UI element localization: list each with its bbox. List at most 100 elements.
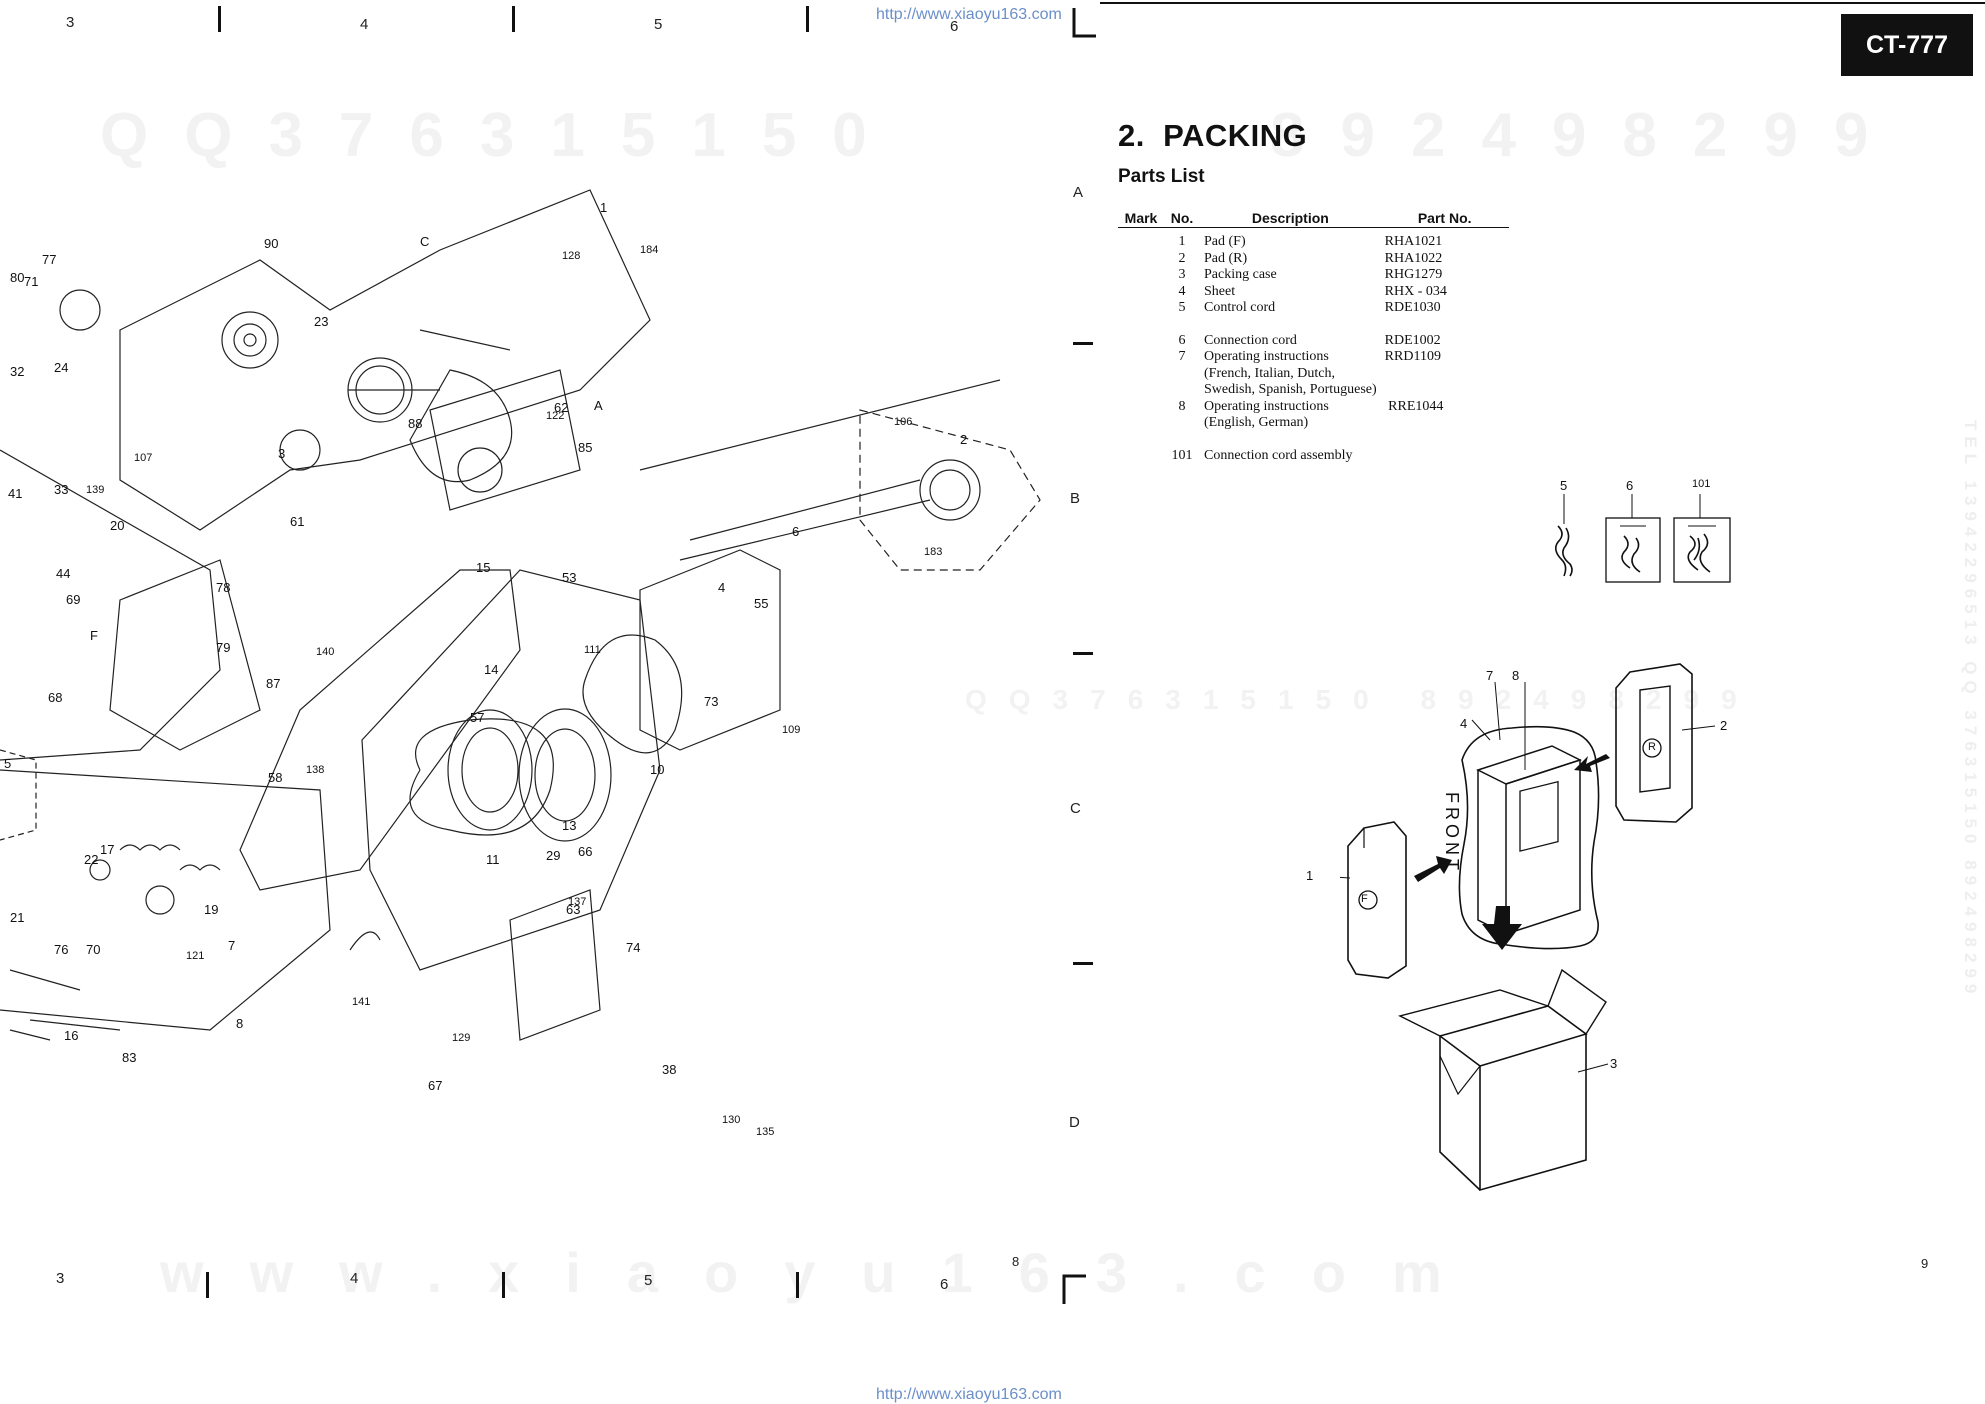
grid-tick [796,1272,799,1298]
callout-13: 13 [562,818,577,833]
callout-61: 61 [290,514,305,529]
description-line: Swedish, Spanish, Portuguese) [1204,382,1377,397]
callout-141: 141 [352,996,371,1008]
pad-front-mark: F [1361,893,1368,905]
cell-part-no: RHG1279 [1384,267,1443,282]
section-name: PACKING [1163,118,1308,153]
exploded-view-drawing [0,189,1041,1041]
callout-15: 15 [476,560,491,575]
callout-F: F [90,628,98,643]
callout-68: 68 [48,690,63,705]
callout-74: 74 [626,940,641,955]
grid-number-top-4: 4 [360,16,369,33]
callout-53: 53 [562,570,577,585]
cell-description: Pad (R) [1204,250,1248,266]
grid-tick [502,1272,505,1298]
page-number-right: 9 [1921,1256,1929,1271]
section-title: 2. PACKING [1118,118,1307,154]
description-line: (French, Italian, Dutch, [1204,365,1336,381]
callout-29: 29 [546,848,561,863]
callout-88: 88 [408,416,423,431]
callout-70: 70 [86,942,101,957]
callout-135: 135 [756,1126,775,1138]
description-line: (English, German) [1204,415,1309,430]
pad-rear-mark: R [1648,741,1656,753]
page-number-left: 8 [1012,1254,1020,1269]
cell-part-no [1381,448,1509,465]
packing-label-3: 3 [1610,1056,1618,1071]
source-url-top[interactable]: http://www.xiaoyu163.com [876,6,1062,23]
callout-38: 38 [662,1062,677,1077]
grid-number-bottom-5: 5 [644,1272,653,1289]
callout-106: 106 [894,416,913,428]
callout-78: 78 [216,580,231,595]
callout-16: 16 [64,1028,79,1043]
grid-number-top-6: 6 [950,18,959,35]
cell-part-no: RHA1021 [1384,234,1443,249]
callout-10: 10 [650,762,665,777]
callout-121: 121 [186,950,205,962]
table-header-row: Mark No. Description Part No. [1118,208,1509,228]
source-url-bottom[interactable]: http://www.xiaoyu163.com [876,1386,1062,1403]
cell-part-no: RRE1044 [1381,399,1509,432]
table-row: 4 Sheet RHX - 034 [1118,284,1509,301]
cell-part-no: RDE1030 [1384,300,1441,315]
row-letter-c: C [1070,800,1081,817]
callout-73: 73 [704,694,719,709]
watermark-top-left: QQ376315150 [100,101,903,170]
accessory-label-6: 6 [1626,478,1634,493]
callout-139: 139 [86,484,105,496]
cell-description: Control cord [1204,300,1276,315]
cell-mark [1118,300,1164,317]
callout-4: 4 [718,580,726,595]
callout-111: 111 [584,644,601,656]
callout-19: 19 [204,902,219,917]
callout-67: 67 [428,1078,443,1093]
callout-183: 183 [924,546,943,558]
callout-140: 140 [316,646,335,658]
cell-mark [1118,399,1164,432]
watermark-side-right: TEL 13942296513 QQ 376315150 892498299 [1961,420,1980,1000]
callout-137: 137 [568,896,587,908]
cell-no: 2 [1178,250,1186,266]
cell-no: 1 [1178,234,1186,249]
table-row: 5 Control cord RDE1030 [1118,300,1509,317]
parts-list-heading: Parts List [1118,166,1205,187]
callout-58: 58 [268,770,283,785]
callout-A: A [594,398,603,413]
top-rule [1100,2,1985,4]
grid-number-top-5: 5 [654,16,663,33]
callout-71: 71 [24,274,39,289]
cell-part-no: RHA1022 [1384,250,1443,266]
callout-57: 57 [470,710,485,725]
callout-184: 184 [640,244,659,256]
table-row: 8 Operating instructions (English, Germa… [1118,399,1509,432]
table-row: 7 Operating instructions (French, Italia… [1118,349,1509,399]
accessory-label-101: 101 [1692,478,1711,490]
callout-24: 24 [54,360,69,375]
cell-description: Connection cord [1204,332,1297,348]
callout-109: 109 [782,724,801,736]
callout-2: 2 [960,432,968,447]
callout-23: 23 [314,314,329,329]
table-row: 2 Pad (R) RHA1022 [1118,251,1509,268]
section-number: 2. [1118,118,1145,153]
watermark-top-right: 892498299 [1270,101,1905,170]
cell-part-no: RHX - 034 [1384,283,1447,299]
grid-tick [512,6,515,32]
callout-69: 69 [66,592,81,607]
callout-11: 11 [486,852,500,867]
cell-mark [1118,251,1164,268]
callout-3: 3 [278,446,286,461]
table-row: 6 Connection cord RDE1002 [1118,333,1509,350]
cell-description: Operating instructions (English, German) [1200,399,1381,432]
cell-mark [1118,234,1164,251]
callout-7: 7 [228,938,236,953]
corner-mark-bottom [1062,1274,1086,1304]
callout-66: 66 [578,844,593,859]
cell-part-no: RRD1109 [1384,349,1441,364]
cell-mark [1118,284,1164,301]
callout-33: 33 [54,482,69,497]
callout-1: 1 [600,200,608,215]
callout-87: 87 [266,676,281,691]
